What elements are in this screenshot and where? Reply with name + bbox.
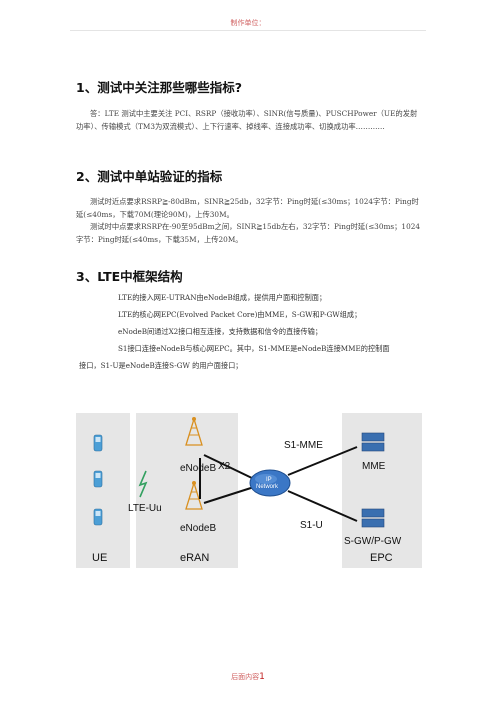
s1-u-link [287,490,358,522]
header-divider [70,30,426,31]
lte-uu-label: LTE-Uu [128,503,162,514]
enodeb-to-ip-link [203,454,255,480]
ip-network-label: IP [266,477,272,483]
enodeb-top-label: eNodeB [180,463,216,474]
ue-panel [76,413,130,568]
section-1-paragraph: 答：LTE 测试中主要关注 PCI、RSRP（接收功率）、SINR(信号质量)、… [76,109,418,131]
section-2-paragraph-1: 测试时近点要求RSRP≧-80dBm，SINR≧25db，32字节：Ping时延… [76,197,419,219]
s1-u-label: S1-U [300,520,323,531]
page-footer: 后面内容1 [0,672,496,682]
phone-icon [93,470,103,488]
lte-architecture-diagram: eNodeB eNodeB X2 LTE-Uu IP Network S1-MM… [76,413,422,568]
section-3-heading: 3、LTE中框架结构 [76,269,183,284]
ip-network-icon [249,469,291,497]
footer-prefix: 后面内容 [231,673,260,681]
section-2-heading: 2、测试中单站验证的指标 [76,169,223,184]
section-3-line-1: LTE的接入网E-UTRAN由eNodeB组成，提供用户面和控制面； [118,293,327,302]
section-1-heading: 1、测试中关注那些哪些指标? [76,80,242,95]
section-3-line-5: 接口，S1-U是eNodeB连接S-GW 的用户面接口； [79,361,243,370]
phone-icon [93,508,103,526]
section-3-line-3: eNodeB间通过X2接口相互连接，支持数据和信令的直接传输； [118,327,323,336]
mme-server-icon [361,432,385,452]
x2-label: X2 [218,461,231,472]
s1-mme-link [287,446,358,476]
sgw-server-icon [361,508,385,528]
tower-icon [185,416,203,446]
page-header: 制作单位： [230,19,266,27]
s1-mme-label: S1-MME [284,440,323,451]
sgw-pgw-label: S-GW/P-GW [344,536,402,547]
section-3-line-2: LTE的核心网EPC(Evolved Packet Core)由MME，S-GW… [118,310,362,319]
mme-label: MME [362,461,386,472]
tower-icon [185,480,203,510]
eran-panel [136,413,238,568]
enodeb-to-ip-link [203,486,255,504]
ue-label: UE [92,552,107,564]
page-number: 1 [259,672,265,682]
epc-label: EPC [370,552,393,564]
enodeb-bottom-label: eNodeB [180,523,216,534]
section-3-line-4: S1接口连接eNodeB与核心网EPC。其中，S1-MME是eNodeB连接MM… [118,344,390,353]
phone-icon [93,434,103,452]
wireless-link-icon [138,470,148,498]
section-2-paragraph-2: 测试时中点要求RSRP在-90至95dBm之间，SINR≧15db左右，32字节… [76,222,420,244]
eran-label: eRAN [180,552,209,564]
ip-network-label: Network [256,484,279,490]
